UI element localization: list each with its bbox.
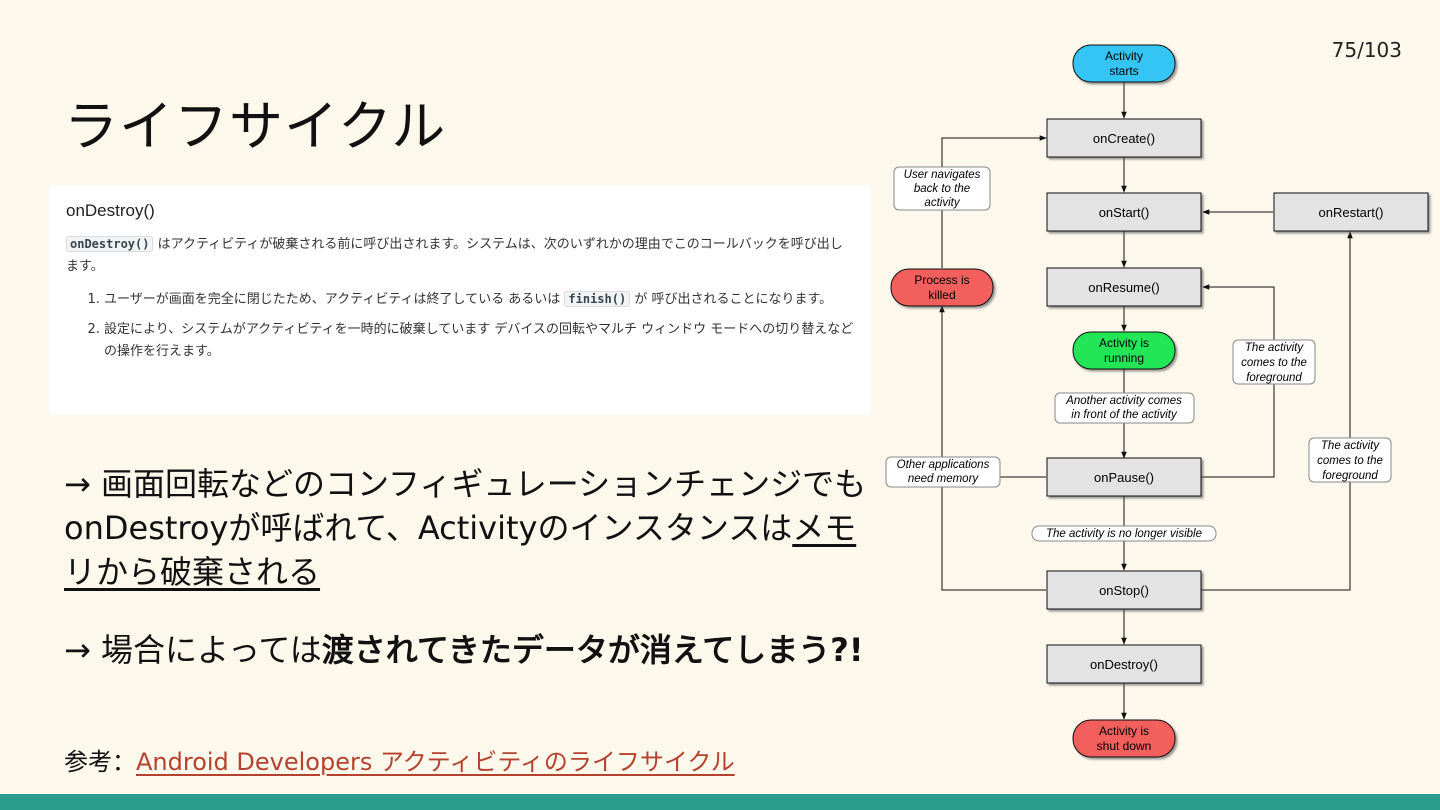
label-foreground-1: The activity comes to the foreground: [1232, 339, 1316, 385]
note-line2-bold: 渡されてきたデータが消えてしまう?!: [321, 631, 864, 669]
lifecycle-diagram: Activity starts onCreate() onStart() onR…: [885, 44, 1429, 758]
onresume-label: onResume(): [1088, 280, 1160, 295]
node-activity-running: Activity is running: [1072, 331, 1176, 370]
doc-screenshot: onDestroy() onDestroy() はアクティビティが破棄される前に…: [49, 185, 871, 415]
note-data-loss: → 場合によっては渡されてきたデータが消えてしまう?!: [64, 628, 863, 672]
user-navigates-2: back to the: [914, 183, 970, 195]
label-another-activity: Another activity comes in front of the a…: [1054, 392, 1195, 424]
start-label-1: Activity: [1105, 49, 1143, 63]
reference: 参考：Android Developers アクティビティのライフサイクル: [64, 742, 735, 777]
onstart-label: onStart(): [1099, 205, 1150, 220]
no-longer-visible-text: The activity is no longer visible: [1046, 528, 1202, 540]
code-ondestroy: onDestroy(): [66, 236, 154, 252]
foreground-2-line-2: comes to the: [1317, 455, 1383, 467]
shutdown-label-2: shut down: [1097, 739, 1152, 753]
accent-bar: [0, 794, 1440, 810]
node-onpause: onPause(): [1046, 457, 1202, 497]
doc-list-item-2: 設定により、システムがアクティビティを一時的に破棄しています デバイスの回転やマ…: [104, 319, 855, 363]
doc-list-item-1: ユーザーが画面を完全に閉じたため、アクティビティは終了している あるいは fin…: [104, 288, 855, 311]
onpause-label: onPause(): [1094, 470, 1154, 485]
reference-label: 参考：: [64, 748, 136, 776]
node-onrestart: onRestart(): [1273, 192, 1429, 232]
oncreate-label: onCreate(): [1093, 131, 1155, 146]
node-onstart: onStart(): [1046, 192, 1202, 232]
label-no-longer-visible: The activity is no longer visible: [1031, 525, 1217, 542]
note-line2-plain: → 場合によっては: [64, 631, 322, 669]
page-number: 75/103: [1331, 38, 1402, 62]
label-foreground-2: The activity comes to the foreground: [1308, 437, 1392, 483]
node-activity-shut-down: Activity is shut down: [1072, 719, 1176, 758]
user-navigates-1: User navigates: [904, 169, 981, 181]
other-apps-1: Other applications: [897, 459, 990, 471]
code-finish: finish(): [564, 291, 631, 307]
onstop-label: onStop(): [1099, 583, 1149, 598]
another-activity-1: Another activity comes: [1065, 395, 1182, 407]
start-label-2: starts: [1109, 64, 1138, 78]
item1-prefix: ユーザーが画面を完全に閉じたため、アクティビティは終了している あるいは: [104, 292, 565, 307]
foreground-2-line-1: The activity: [1321, 440, 1380, 452]
running-label-2: running: [1104, 351, 1144, 365]
label-other-apps: Other applications need memory: [885, 456, 1001, 488]
node-process-killed: Process is killed: [890, 268, 994, 307]
running-label-1: Activity is: [1099, 336, 1149, 350]
reference-link[interactable]: Android Developers アクティビティのライフサイクル: [136, 748, 735, 776]
foreground-1-line-1: The activity: [1245, 342, 1304, 354]
killed-label-2: killed: [928, 288, 955, 302]
note-line1-plain: → 画面回転などのコンフィギュレーションチェンジでもonDestroyが呼ばれて…: [64, 465, 867, 547]
foreground-1-line-2: comes to the: [1241, 357, 1307, 369]
label-user-navigates: User navigates back to the activity: [893, 166, 991, 211]
doc-heading: onDestroy(): [66, 201, 155, 220]
note-line1-underlined: メモリから破棄される: [64, 509, 857, 591]
onrestart-label: onRestart(): [1318, 205, 1383, 220]
killed-label-1: Process is: [914, 273, 969, 287]
other-apps-2: need memory: [908, 473, 980, 485]
another-activity-2: in front of the activity: [1071, 409, 1178, 421]
doc-paragraph: onDestroy() はアクティビティが破棄される前に呼び出されます。システム…: [66, 233, 855, 278]
node-ondestroy: onDestroy(): [1046, 644, 1202, 684]
shutdown-label-1: Activity is: [1099, 724, 1149, 738]
foreground-2-line-3: foreground: [1322, 470, 1378, 482]
slide-title: ライフサイクル: [64, 95, 447, 158]
ondestroy-label: onDestroy(): [1090, 657, 1158, 672]
node-onstop: onStop(): [1046, 570, 1202, 610]
node-onresume: onResume(): [1046, 267, 1202, 307]
item1-suffix: が 呼び出されることになります。: [630, 292, 833, 307]
item2-text: 設定により、システムがアクティビティを一時的に破棄しています デバイスの回転やマ…: [104, 322, 854, 359]
doc-list: ユーザーが画面を完全に閉じたため、アクティビティは終了している あるいは fin…: [66, 288, 855, 363]
note-configuration-change: → 画面回転などのコンフィギュレーションチェンジでもonDestroyが呼ばれて…: [64, 462, 884, 594]
doc-paragraph-text: はアクティビティが破棄される前に呼び出されます。システムは、次のいずれかの理由で…: [66, 237, 843, 274]
foreground-1-line-3: foreground: [1246, 372, 1302, 384]
node-oncreate: onCreate(): [1046, 118, 1202, 158]
user-navigates-3: activity: [924, 197, 960, 209]
node-activity-starts: Activity starts: [1072, 44, 1176, 83]
